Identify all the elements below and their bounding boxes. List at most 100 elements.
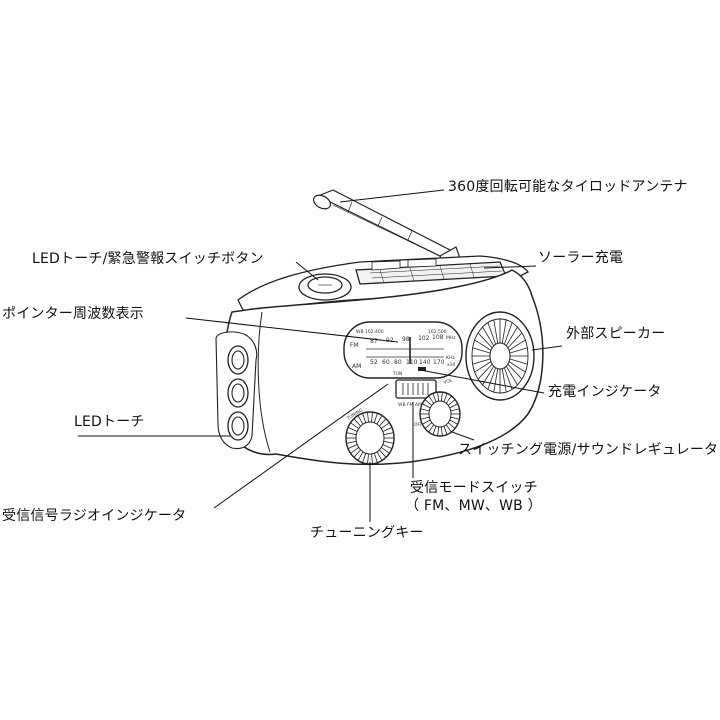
external-speaker <box>465 311 535 401</box>
label-mode-switch: 受信モードスイッチ <box>410 480 538 496</box>
ridge-line <box>379 418 387 427</box>
ridge-line <box>447 422 456 429</box>
ridge-line <box>440 426 443 436</box>
label-solar: ソーラー充電 <box>538 250 624 266</box>
ridge-line <box>424 422 433 429</box>
callout-solar <box>483 265 537 269</box>
ridge-line <box>373 453 378 463</box>
callout-lines <box>78 189 563 522</box>
ridge-line <box>381 422 390 429</box>
dial-fm-tick: 87 <box>370 338 378 345</box>
ridge-line <box>501 319 507 344</box>
dial-fm-tick: 98 <box>402 336 410 343</box>
dial-fm-tick: 108 <box>432 334 444 341</box>
ridge-line <box>376 415 383 425</box>
ridge-line <box>487 322 497 345</box>
ridge-line <box>472 347 491 354</box>
label-antenna: 360度回転可能なタイロッドアンテナ <box>448 179 688 195</box>
dial-am-label: AM <box>352 363 361 370</box>
dial-am-tick: 60 <box>382 359 390 366</box>
ridge-line <box>422 403 431 409</box>
ridge-line <box>477 363 493 380</box>
ridge-line <box>353 418 361 427</box>
ridge-line <box>482 326 495 347</box>
dial-khz-x10: x10 <box>447 362 456 368</box>
ridge-line <box>382 444 393 449</box>
ridge-line <box>505 326 518 347</box>
ridge-line <box>362 413 367 423</box>
ridge-line <box>447 399 456 406</box>
ridge-line <box>371 453 373 464</box>
ridge-line <box>383 432 394 436</box>
ridge-line <box>432 426 437 435</box>
callout-power-switch <box>451 431 475 441</box>
ridge-line <box>474 361 492 373</box>
ridge-line <box>428 395 435 404</box>
ridge-line <box>449 403 458 409</box>
charge-indicator-led <box>418 367 426 371</box>
dial-am-tick: 80 <box>394 359 402 366</box>
label-signal-indicator: 受信信号ラジオインジケータ <box>2 508 187 524</box>
ridge-line <box>509 347 528 354</box>
ridge-line <box>422 419 431 425</box>
volume-power-knob <box>419 391 461 437</box>
label-torch-switch: LEDトーチ/緊急警報スイッチボタン <box>32 251 264 267</box>
dial-khz-unit: KHz <box>446 355 455 361</box>
ridge-line <box>432 393 437 402</box>
label-pointer: ポインター周波数表示 <box>2 306 144 322</box>
label-led-torch: LEDトーチ <box>74 414 145 430</box>
dial-am-tick: 140 <box>419 359 431 366</box>
frequency-dial: WB 162.400 162.500 FM 87 92 98 102 108 M… <box>343 321 463 379</box>
ridge-line <box>449 419 458 425</box>
mode-switch-positions: WB FM AM <box>398 402 422 408</box>
ridge-line <box>503 322 513 345</box>
ridge-line <box>381 447 390 454</box>
ridge-line <box>350 447 359 454</box>
ridge-line <box>379 449 387 458</box>
ridge-line <box>350 422 359 429</box>
ridge-line <box>472 358 491 365</box>
ridge-line <box>382 427 393 432</box>
ridge-line <box>508 339 526 351</box>
ridge-line <box>507 363 523 380</box>
dial-wb-label: WB 162.400 <box>356 329 384 335</box>
ridge-line <box>373 413 378 423</box>
ridge-line <box>347 427 358 432</box>
ridge-line <box>487 367 497 390</box>
ridge-line <box>443 426 448 435</box>
ridge-line <box>501 368 507 393</box>
ridge-line <box>450 416 460 420</box>
ridge-line <box>383 440 394 444</box>
dial-fm-label: FM <box>350 342 359 349</box>
ridge-line <box>493 368 499 393</box>
tuning-knob <box>345 411 395 465</box>
ridge-line <box>347 444 358 449</box>
callout-signal-indicator <box>213 383 389 509</box>
led-torch <box>215 331 258 450</box>
ridge-line <box>376 451 383 461</box>
ridge-line <box>437 392 440 402</box>
dial-am-tick: 52 <box>370 359 378 366</box>
ridge-line <box>367 453 369 464</box>
ridge-line <box>428 424 435 433</box>
ridge-line <box>346 440 357 444</box>
mode-switch <box>395 379 437 399</box>
ridge-line <box>420 416 430 420</box>
ridge-line <box>443 393 448 402</box>
dial-tun-label: TUN <box>392 371 402 377</box>
dial-wb-right: 162.500 <box>428 329 447 335</box>
label-speaker: 外部スピーカー <box>566 326 666 342</box>
dial-am-tick: 110 <box>406 359 418 366</box>
ridge-line <box>450 408 460 412</box>
label-tuning-key: チューニングキー <box>310 525 424 541</box>
volume-label: VOL <box>443 377 454 386</box>
ridge-line <box>367 412 369 423</box>
ridge-line <box>507 332 523 349</box>
callout-pointer <box>185 317 399 343</box>
callout-torch-switch <box>295 261 319 281</box>
ridge-line <box>493 319 499 344</box>
dial-am-tick: 170 <box>433 359 445 366</box>
label-mode-switch-options: （ FM、MW、WB ） <box>405 498 542 514</box>
ridge-line <box>445 424 452 433</box>
ridge-line <box>503 367 513 390</box>
